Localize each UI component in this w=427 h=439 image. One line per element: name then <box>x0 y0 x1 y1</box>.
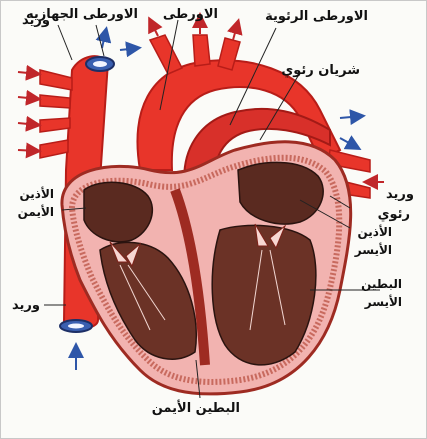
label-aorta-systemic: الاورطى الجهازيه <box>26 7 138 22</box>
left-atrium <box>238 162 323 224</box>
label-left-ventricle-2: الأيسر <box>364 294 402 309</box>
label-pulmonary-artery: شريان رئوي <box>281 63 360 78</box>
label-aorta: الاورطى <box>163 7 218 22</box>
label-right-atrium-2: الأيمن <box>18 204 54 219</box>
label-pulmonary-vein-2: رئوي <box>378 207 410 222</box>
label-right-ventricle: البطين الأيمن <box>152 399 240 416</box>
left-vein-branches <box>40 70 72 158</box>
label-pulmonary-vein-1: وريد <box>386 187 414 202</box>
label-right-atrium-1: الأذين <box>19 186 54 201</box>
label-vein-bottom-left: وريد <box>12 298 40 313</box>
label-left-atrium-1: الأذين <box>357 224 392 239</box>
right-atrium <box>84 182 152 241</box>
label-left-ventricle-1: البطين <box>361 277 402 291</box>
label-left-atrium-2: الأيسر <box>354 242 392 257</box>
label-aorta-pulmonary: الاورطى الرئوية <box>265 9 368 24</box>
